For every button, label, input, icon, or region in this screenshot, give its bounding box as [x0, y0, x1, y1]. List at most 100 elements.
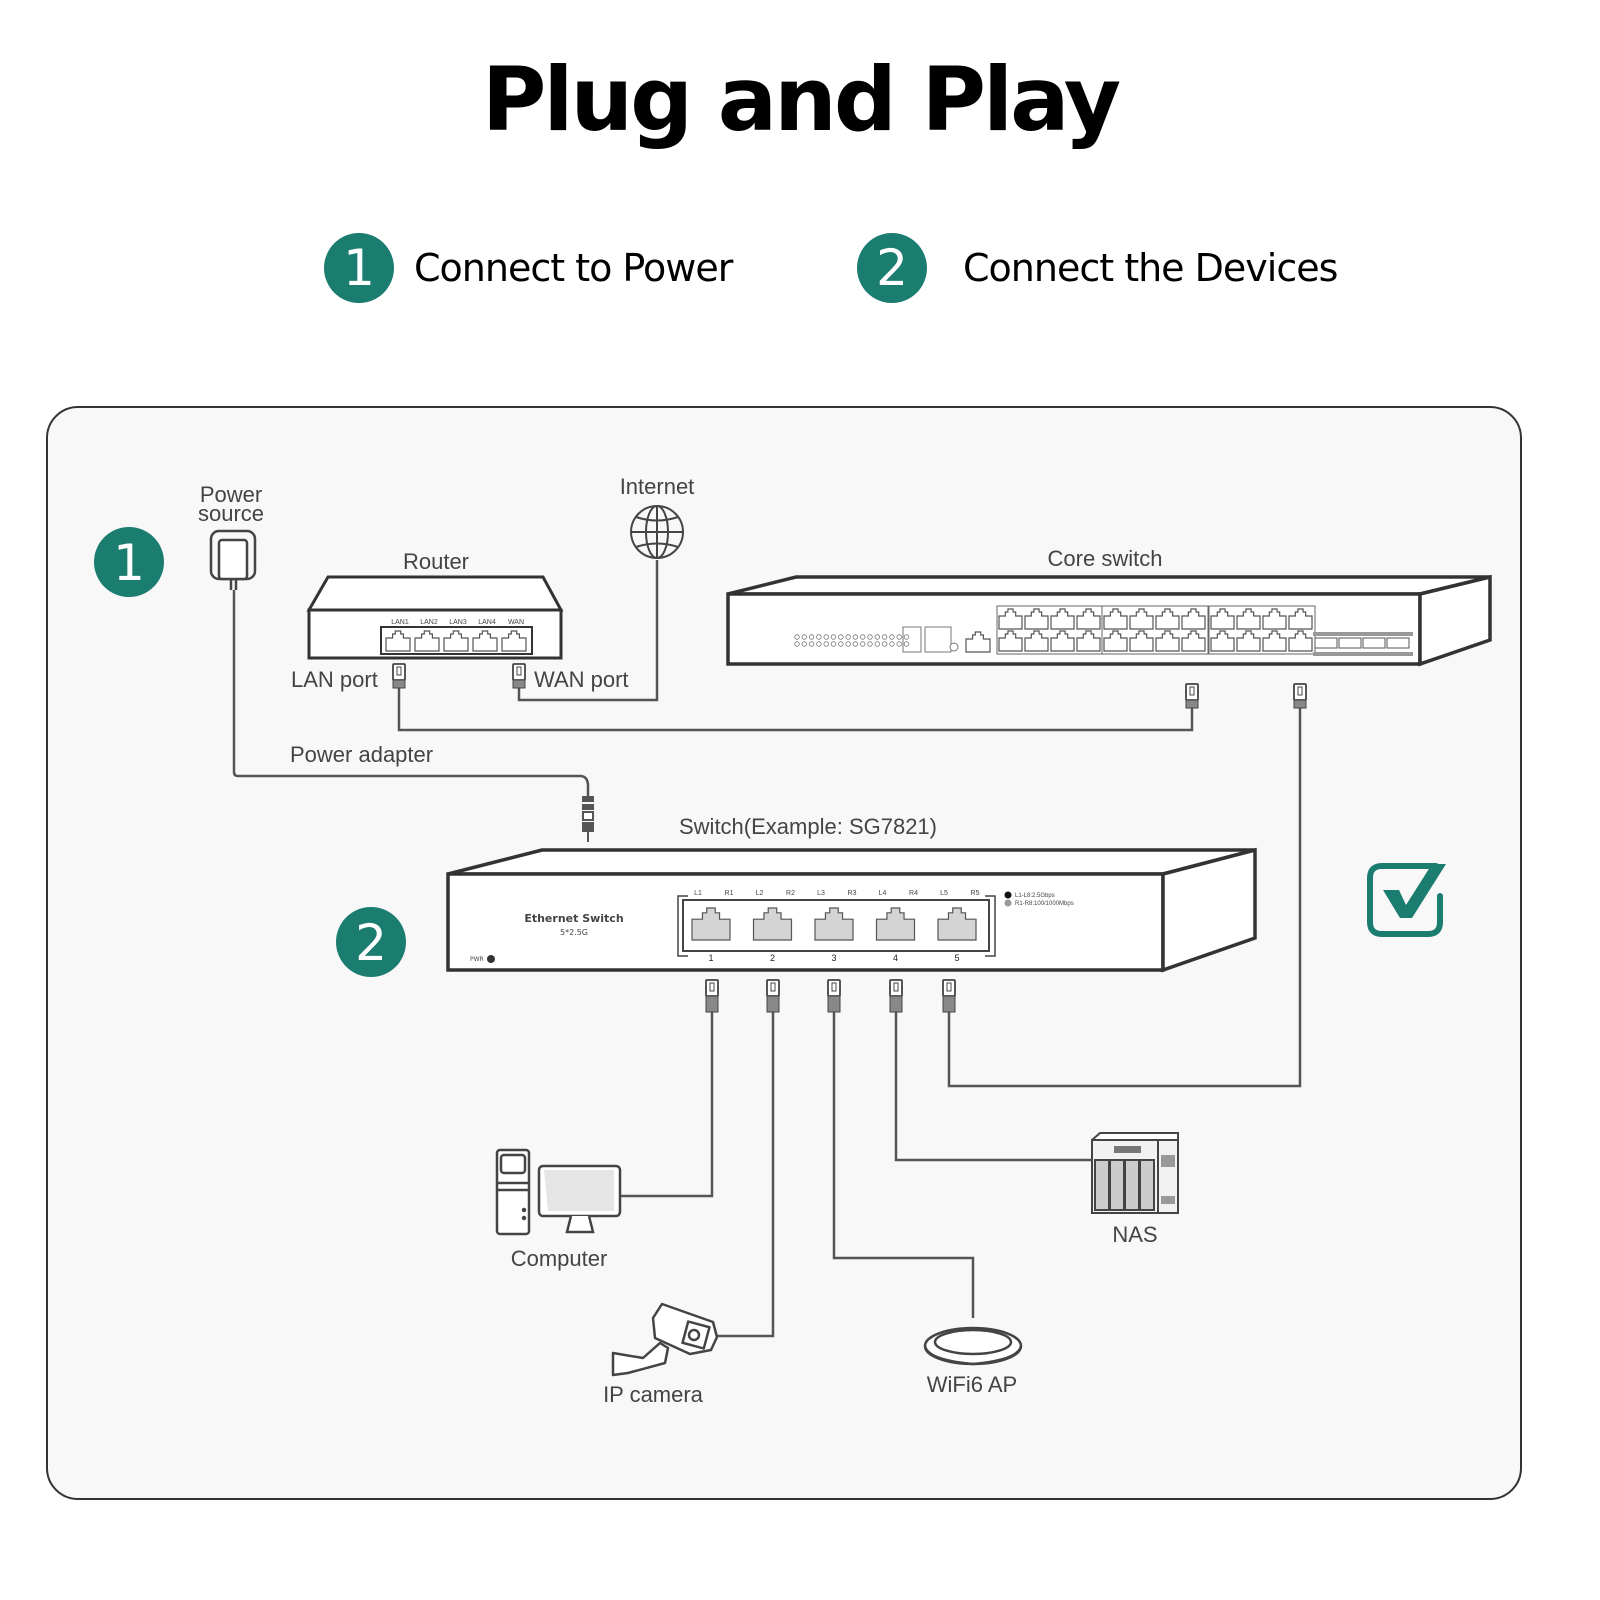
- switch-brand: Ethernet Switch: [524, 912, 623, 925]
- core-switch-ports: [794, 605, 1413, 656]
- core-led: [896, 634, 902, 640]
- step-1-badge: 1: [324, 233, 394, 303]
- core-led: [874, 641, 880, 647]
- switch-led-label: R2: [786, 890, 795, 897]
- core-led: [867, 641, 873, 647]
- switch-plug-clip: [709, 982, 715, 992]
- port4-nas-cable: [894, 1012, 1092, 1162]
- computer-icon: [495, 1148, 622, 1236]
- core-led: [808, 641, 815, 647]
- svg-text:LAN4: LAN4: [478, 619, 496, 626]
- router-label: Router: [403, 549, 469, 574]
- core-port: [1103, 608, 1128, 630]
- power-cable: [232, 590, 590, 798]
- switch-port-3: [814, 907, 854, 941]
- legend-dot-grey: [1004, 899, 1012, 907]
- sfp-slot: [1338, 637, 1362, 649]
- switch-plug-5: [942, 979, 956, 997]
- switch-plug-1: [705, 979, 719, 997]
- switch-plug-clip: [770, 982, 776, 992]
- core-port: [1236, 630, 1261, 652]
- legend-text-2: R1-R8:100/1000Mbps: [1015, 901, 1074, 907]
- core-led: [816, 641, 822, 647]
- core-port: [1024, 630, 1049, 652]
- core-port: [1155, 608, 1180, 630]
- switch-led-label: L1: [694, 890, 702, 897]
- core-port: [1262, 630, 1287, 652]
- dc-plug-icon: [582, 796, 594, 842]
- core-port: [1050, 608, 1075, 630]
- router-port-lan4: [472, 630, 498, 652]
- wifi-ap-label: WiFi6 AP: [927, 1372, 1017, 1397]
- nas-icon: [1091, 1132, 1179, 1214]
- switch-plug-boot: [889, 995, 903, 1013]
- core-port: [1288, 630, 1313, 652]
- switch-led-label: R3: [848, 890, 857, 897]
- core-plug-2: [1293, 683, 1307, 701]
- switch-plug-boot: [942, 995, 956, 1013]
- switch-plug-boot: [705, 995, 719, 1013]
- pwr-label: PWR: [470, 956, 484, 963]
- router-lan-plug-clip: [396, 666, 402, 676]
- core-plug-1-clip: [1189, 686, 1195, 696]
- core-led: [860, 641, 866, 647]
- switch-port-number: 4: [893, 953, 898, 963]
- core-port: [998, 608, 1023, 630]
- core-to-switch-cable: [947, 708, 1302, 1088]
- core-led: [794, 634, 800, 640]
- switch-led-label: L5: [940, 890, 948, 897]
- core-port: [1236, 608, 1261, 630]
- power-source-label-1: Power: [200, 482, 262, 507]
- ip-camera-label: IP camera: [603, 1382, 704, 1407]
- core-led: [838, 634, 844, 640]
- core-led: [845, 641, 851, 647]
- switch-plug-clip: [893, 982, 899, 992]
- core-port: [1050, 630, 1075, 652]
- rj45-plugs: [392, 663, 1307, 1013]
- core-led: [852, 634, 859, 640]
- wan-internet-cable: [517, 560, 659, 702]
- step-2: 2 Connect the Devices: [857, 233, 1338, 303]
- core-led: [830, 634, 837, 640]
- step-1-label: Connect to Power: [414, 246, 733, 290]
- diagram-badge-1: 1: [94, 527, 164, 597]
- switch-port-1: [691, 907, 731, 941]
- wifi-ap-icon: [923, 1326, 1023, 1366]
- router-wan-plug-boot: [512, 679, 526, 689]
- switch-led-label: L4: [879, 890, 887, 897]
- power-adapter-label: Power adapter: [290, 742, 433, 767]
- core-led: [889, 641, 895, 647]
- switch-device: [446, 847, 1257, 973]
- core-led: [830, 641, 837, 647]
- switch-plug-boot: [766, 995, 780, 1013]
- core-led: [881, 634, 888, 640]
- core-plug-2-boot: [1293, 699, 1307, 709]
- internet-label: Internet: [620, 474, 695, 499]
- core-port: [1181, 608, 1206, 630]
- router-port-lan3: [443, 630, 469, 652]
- switch-port-number: 3: [831, 953, 836, 963]
- core-port: [1262, 608, 1287, 630]
- core-plug-1-boot: [1185, 699, 1199, 709]
- switch-port-2: [752, 907, 793, 941]
- router-wan-plug-clip: [516, 666, 522, 676]
- switch-port-block: [677, 895, 996, 957]
- switch-led-label: L2: [756, 890, 764, 897]
- core-port: [1210, 630, 1235, 652]
- core-led: [823, 641, 829, 647]
- core-port: [1129, 630, 1154, 652]
- core-port: [1155, 630, 1180, 652]
- router-port-lan2: [414, 630, 440, 652]
- core-plug-1: [1185, 683, 1199, 701]
- core-led-box: [924, 626, 952, 653]
- svg-text:LAN2: LAN2: [420, 619, 438, 626]
- core-led: [874, 634, 880, 640]
- core-led: [889, 634, 895, 640]
- switch-port-number: 1: [708, 953, 713, 963]
- router-port-lan1: [385, 630, 411, 652]
- switch-model: 5*2.5G: [560, 928, 588, 937]
- core-led-box: [902, 626, 922, 653]
- switch-plug-clip: [831, 982, 837, 992]
